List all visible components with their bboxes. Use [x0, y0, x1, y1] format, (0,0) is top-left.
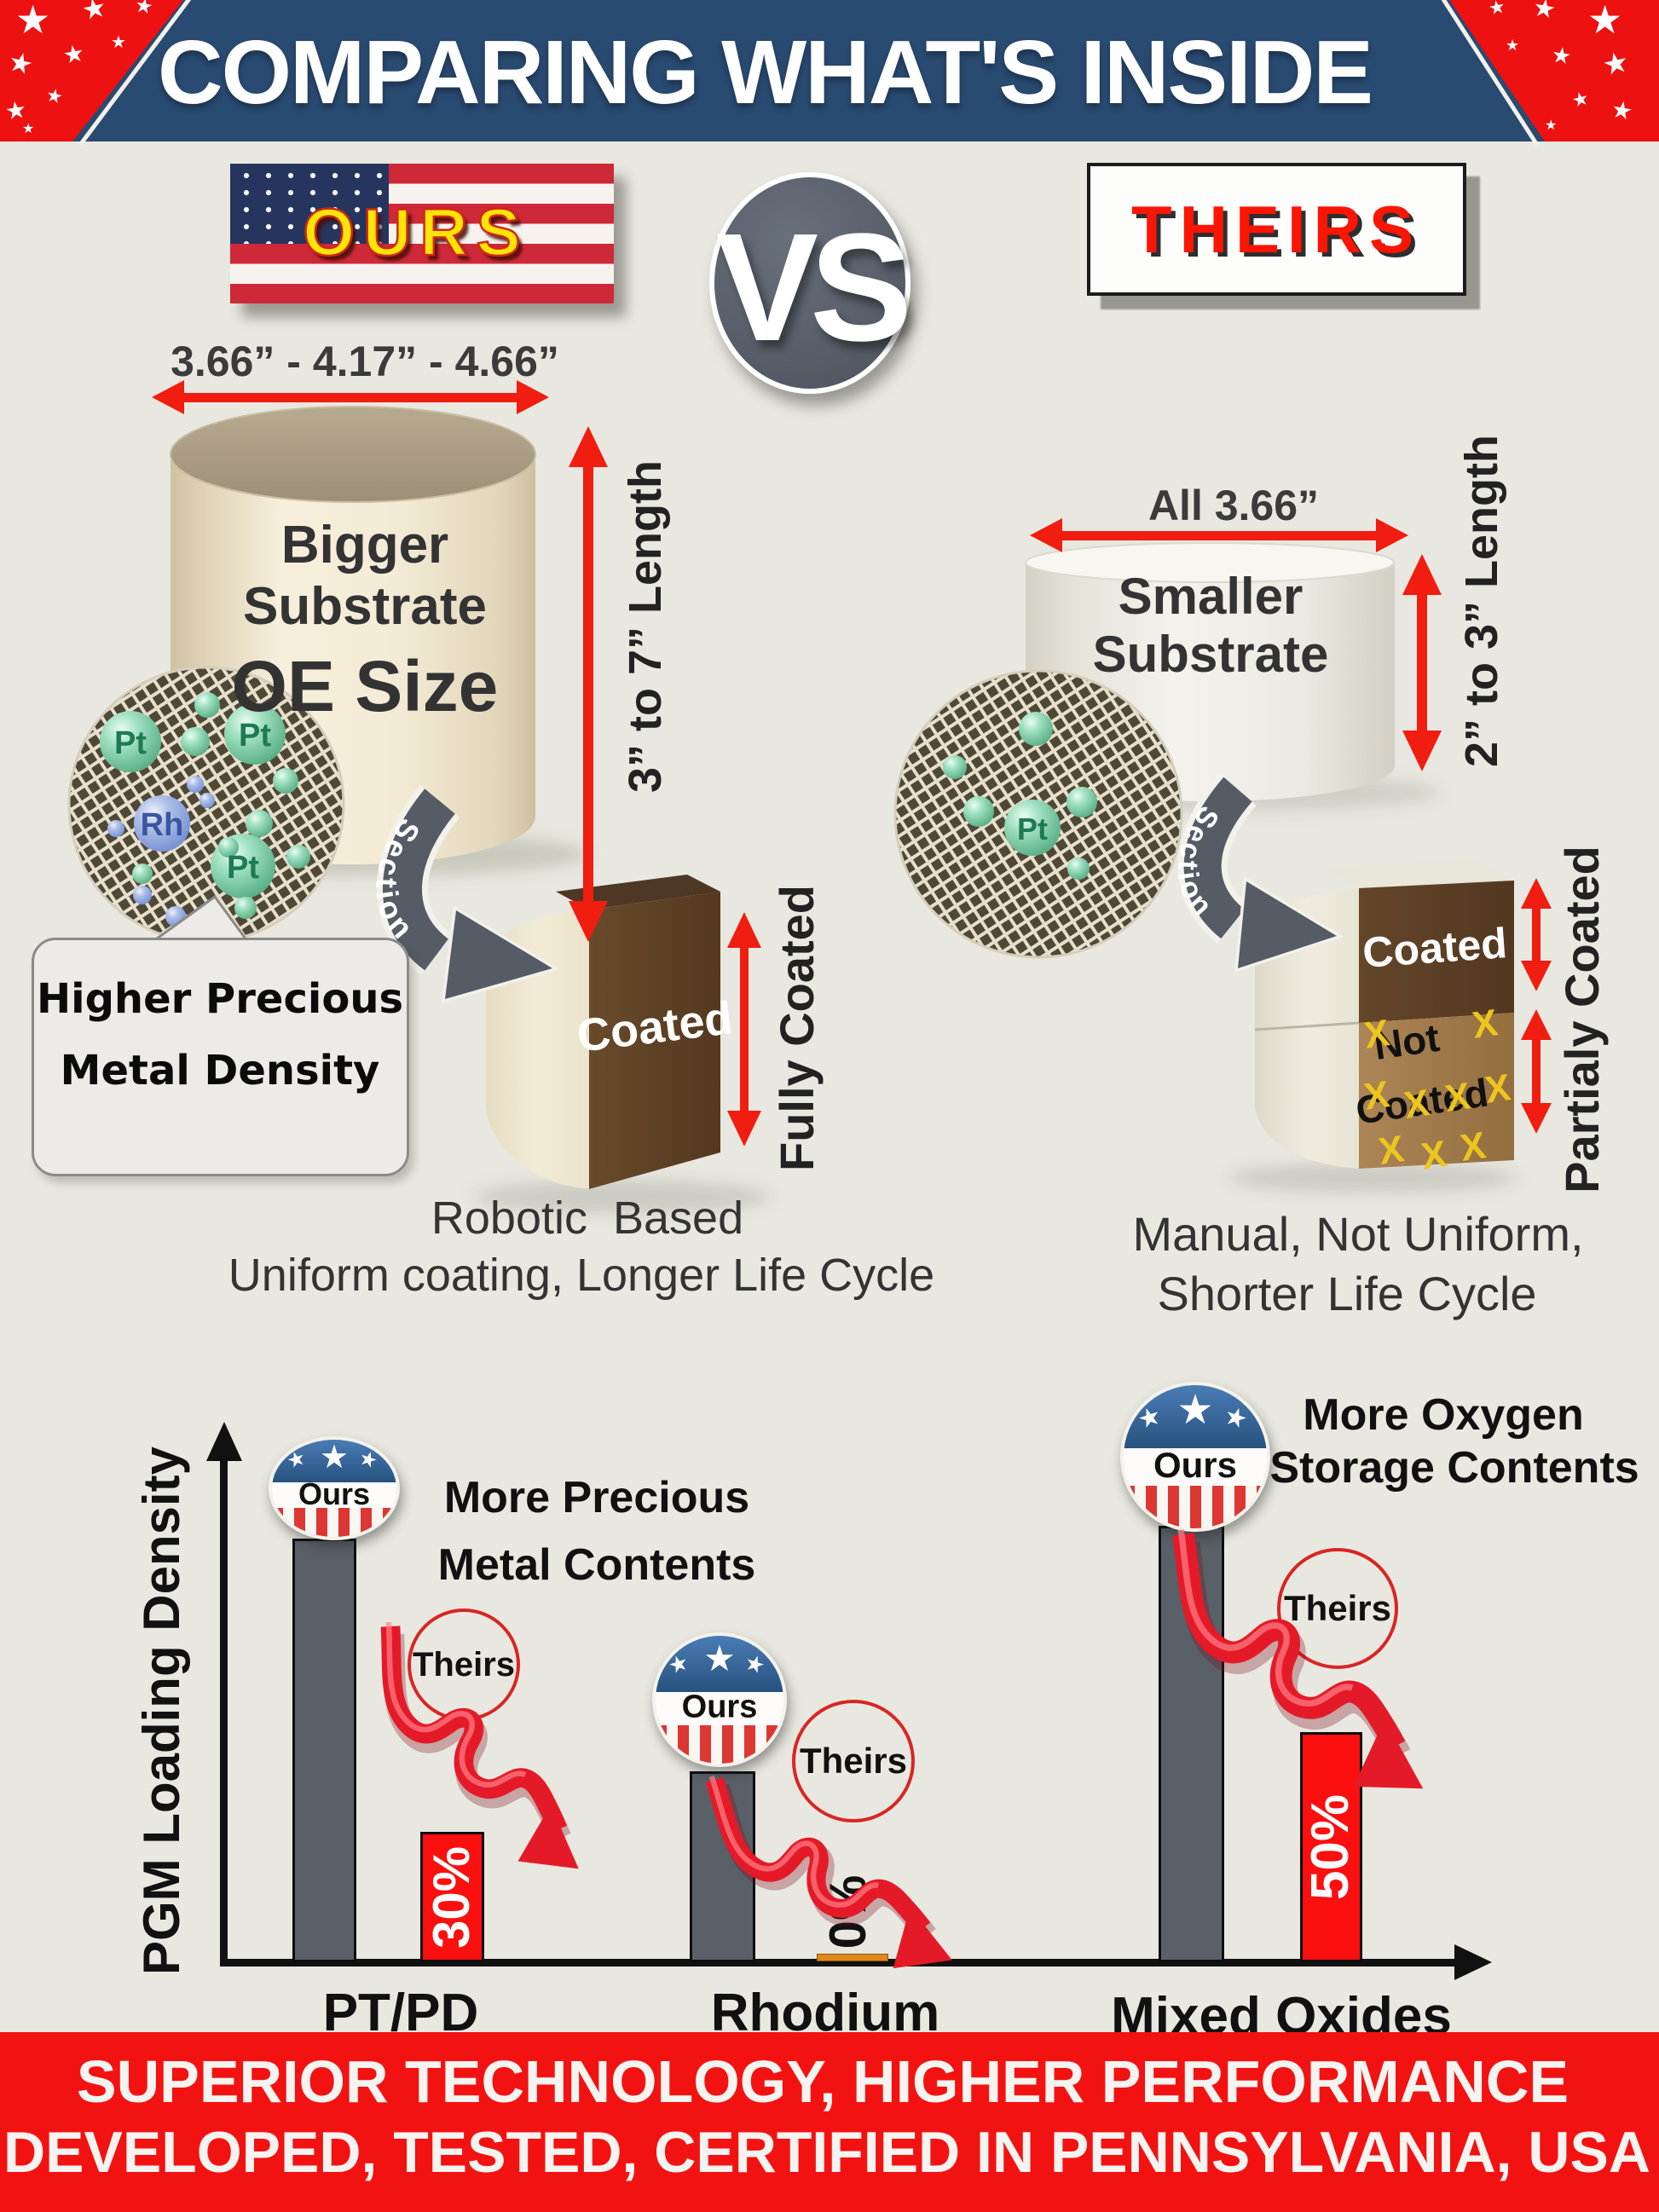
bar-theirs-ptpd — [420, 1832, 484, 1962]
ours-caption-line2: Uniform coating, Longer Life Cycle — [228, 1250, 935, 1301]
category-ptpd: PT/PD — [322, 1984, 479, 2042]
badge-band — [656, 1692, 783, 1725]
footer-banner — [0, 2032, 1659, 2212]
theirs-circle-rhodium: Theirs — [792, 1700, 915, 1822]
callout-line2: Metal Density — [60, 1047, 380, 1094]
bar-theirs-rhodium — [817, 1954, 888, 1961]
badge-band — [272, 1482, 396, 1508]
badge-label: Ours — [1153, 1445, 1238, 1486]
annotation-precious-line2: Metal Contents — [437, 1540, 756, 1590]
top-banner — [0, 0, 1659, 141]
ours-substrate-line1: Bigger — [280, 516, 449, 575]
theirs-box — [1087, 163, 1466, 296]
theirs-circle-label: Theirs — [799, 1741, 908, 1781]
ours-badge-mixed: ★ ★ ★ Ours — [1120, 1382, 1270, 1532]
theirs-substrate-line2: Substrate — [1092, 626, 1329, 683]
flag-canton — [230, 164, 389, 244]
annotation-oxygen-line1: More Oxygen — [1303, 1390, 1584, 1440]
y-axis-line — [220, 1459, 228, 1963]
badge-band — [1124, 1447, 1267, 1486]
footer-line2: DEVELOPED, TESTED, CERTIFIED IN PENNSYLV… — [3, 2120, 1650, 2185]
ours-mesh-zoom: Pt Pt Pt Rh — [67, 666, 345, 944]
annotation-oxygen-line2: Storage Contents — [1269, 1443, 1639, 1493]
star-icon: ★ — [703, 1638, 736, 1678]
trend-arrow-rhodium — [712, 1772, 952, 1972]
theirs-circle-mixed: Theirs — [1277, 1548, 1398, 1669]
theirs-diameter-arrow — [1030, 518, 1408, 552]
ours-diameter-arrow — [152, 380, 549, 414]
badge-canton — [272, 1440, 396, 1483]
footer-line1: SUPERIOR TECHNOLOGY, HIGHER PERFORMANCE — [76, 2048, 1569, 2115]
annotation-precious-line1: More Precious — [443, 1473, 750, 1522]
pt-particle-label: Pt — [114, 725, 147, 761]
theirs-circle-label: Theirs — [1283, 1588, 1392, 1628]
theirs-coated-block — [1254, 859, 1514, 1169]
ours-flag — [230, 164, 614, 303]
pt-particle-label: Pt — [1017, 811, 1048, 846]
star-icon: ★ — [1587, 0, 1623, 42]
coated-part-arrow — [1521, 878, 1552, 991]
bar-ours-ptpd — [292, 1539, 356, 1962]
star-icon: ★ — [1506, 37, 1520, 54]
theirs-label: THEIRS — [1130, 192, 1422, 267]
theirs-circle-label: Theirs — [412, 1645, 516, 1684]
vs-label: VS — [715, 202, 912, 373]
notcoated-part-arrow — [1521, 1009, 1552, 1134]
ours-substrate-line2: Substrate — [243, 577, 487, 636]
shadow — [473, 1180, 772, 1214]
category-rhodium: Rhodium — [710, 1984, 940, 2042]
theirs-substrate-line1: Smaller — [1118, 568, 1304, 625]
star-icon: ★ — [1545, 118, 1558, 133]
badge-stripes — [272, 1507, 396, 1537]
theirs-caption-line2: Shorter Life Cycle — [1157, 1267, 1537, 1320]
fully-coated-arrow — [727, 912, 761, 1146]
badge-canton — [1124, 1385, 1267, 1448]
x-axis-line — [220, 1959, 1454, 1967]
vs-ellipse — [709, 172, 910, 394]
theirs-diameter-text: All 3.66” — [1147, 482, 1320, 529]
pt-particle-label: Pt — [239, 718, 271, 754]
trend-arrow-mixed — [1147, 1530, 1455, 1797]
badge-stripes — [1124, 1485, 1267, 1528]
theirs-caption-line1: Manual, Not Uniform, — [1132, 1207, 1584, 1261]
banner-title: COMPARING WHAT'S INSIDE — [158, 22, 1373, 123]
badge-canton — [656, 1636, 783, 1692]
bar-theirs-mixed — [1300, 1732, 1362, 1962]
ours-label: OURS — [302, 194, 529, 269]
theirs-length-arrow — [1402, 554, 1442, 771]
star-icon: ★ — [111, 33, 126, 52]
pt-particle-label: Pt — [227, 850, 259, 886]
badge-stripes — [656, 1725, 783, 1764]
shadow — [1228, 1163, 1517, 1193]
ours-caption-line1: Robotic Based — [431, 1193, 744, 1244]
ours-badge-rhodium: ★ ★ ★ Ours — [652, 1632, 787, 1767]
theirs-section-arrow: Section — [1171, 773, 1344, 973]
ours-length-arrow — [569, 426, 608, 942]
badge-label: Ours — [298, 1476, 371, 1511]
y-axis-arrow — [206, 1422, 242, 1461]
star-icon: ★ — [15, 0, 51, 42]
ours-diameter-text: 3.66” - 4.17” - 4.66” — [171, 338, 559, 385]
star-icon: ★ — [1176, 1388, 1214, 1433]
ours-substrate-line3: OE Size — [231, 646, 499, 726]
trend-arrow-ptpd — [340, 1622, 626, 1876]
rh-particle-label: Rh — [141, 807, 184, 843]
star-icon: ★ — [22, 122, 35, 136]
x-axis-arrow — [1454, 1944, 1492, 1980]
star-icon: ★ — [319, 1440, 350, 1476]
banner-corners — [0, 0, 1659, 145]
callout-box — [32, 938, 409, 1176]
ours-badge-ptpd: ★ ★ ★ Ours — [269, 1436, 400, 1540]
theirs-mesh-zoom: Pt — [893, 669, 1183, 959]
badge-label: Ours — [681, 1689, 758, 1725]
callout-line1: Higher Precious — [36, 975, 404, 1023]
